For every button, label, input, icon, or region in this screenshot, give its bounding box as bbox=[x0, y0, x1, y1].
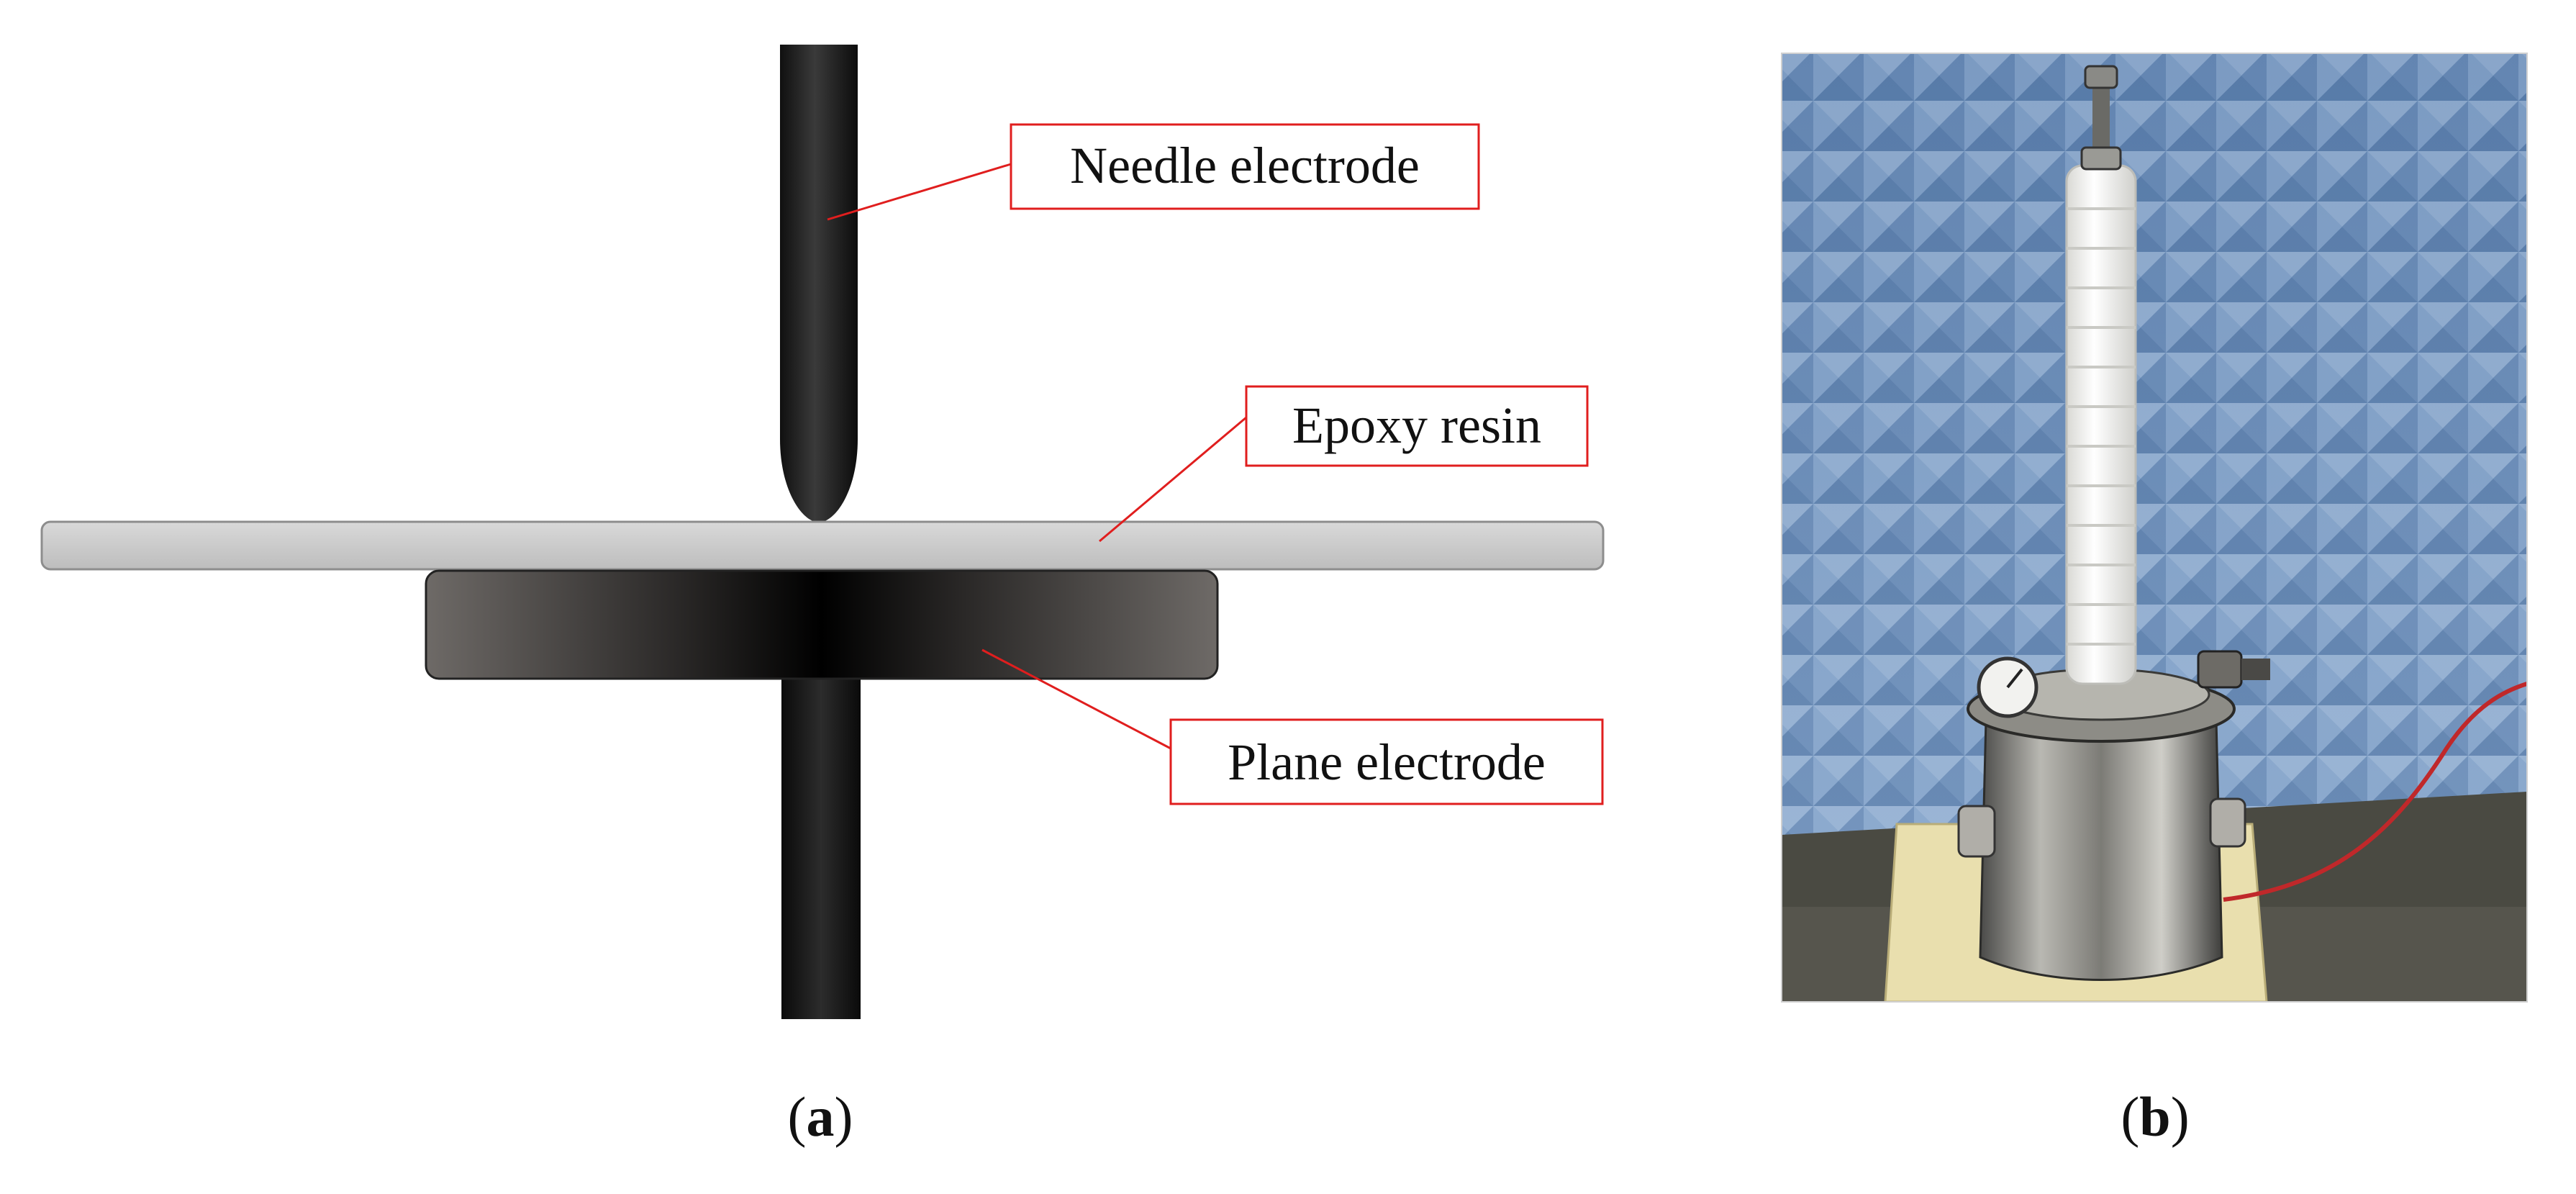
plane-electrode-disk bbox=[425, 569, 1219, 680]
needle-callout-label: Needle electrode bbox=[1070, 137, 1420, 194]
needle-callout-box bbox=[1010, 123, 1480, 210]
red-cable bbox=[2223, 682, 2527, 902]
plane-callout-line bbox=[981, 648, 1171, 750]
epoxy-callout-label: Epoxy resin bbox=[1292, 397, 1541, 454]
plane-callout-label: Plane electrode bbox=[1228, 733, 1546, 791]
plane-callout-box bbox=[1169, 718, 1604, 805]
needle-callout-line bbox=[827, 163, 1012, 221]
panel-a: Needle electrode Epoxy resin Plane elect… bbox=[40, 45, 1605, 1148]
panel-a-label: (a) bbox=[788, 1085, 853, 1148]
panel-b-photo bbox=[1782, 53, 2527, 1002]
panel-b-label: (b) bbox=[2121, 1085, 2189, 1148]
epoxy-callout-box bbox=[1245, 385, 1589, 467]
epoxy-resin-sheet bbox=[40, 520, 1605, 571]
needle-electrode bbox=[780, 45, 858, 523]
epoxy-callout-line bbox=[1099, 416, 1247, 543]
test-tank bbox=[1979, 718, 2223, 981]
plane-electrode-rod bbox=[781, 677, 861, 1019]
